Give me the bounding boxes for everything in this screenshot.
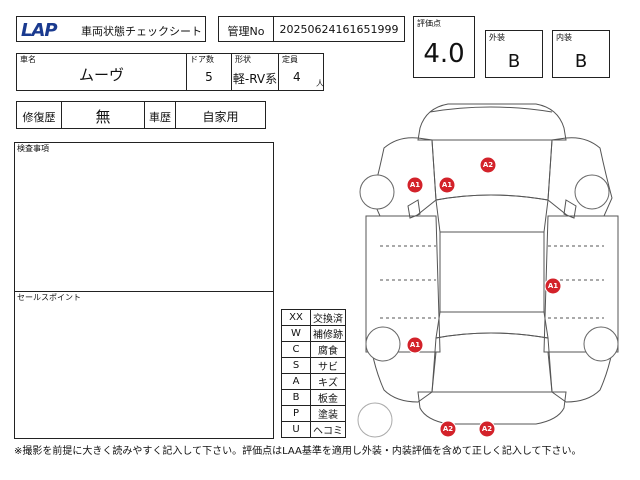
sheet-title: 車両状態チェックシート [81,25,202,38]
footnote: ※撮影を前提に大きく読みやすく記入して下さい。評価点はLAA基準を適用し外装・内… [14,446,582,457]
vehicle-name-label: 車名 [20,55,36,64]
damage-mark-label: A1 [548,282,558,290]
history-value: 自家用 [202,110,239,124]
inspection-notes-area[interactable]: 検査事項 [14,142,274,292]
repair-value-cell: 無 [61,101,145,129]
damage-mark-label: A2 [483,161,493,169]
sales-point-label: セールスポイント [17,293,81,302]
vehicle-name: ムーヴ [78,66,124,84]
front-bumper-outline [417,103,567,141]
damage-mark-label: A2 [482,425,492,433]
capacity-cell: 定員 4 人 [278,53,324,91]
damage-mark[interactable]: A1 [406,336,424,354]
score-label: 評価点 [417,19,441,28]
damage-mark[interactable]: A2 [479,156,497,174]
interior-box: 内装 B [552,30,610,78]
damage-mark[interactable]: A2 [478,420,496,438]
damage-mark-label: A2 [443,425,453,433]
damage-mark[interactable]: A2 [439,420,457,438]
body-label: 形状 [235,55,251,64]
management-no-cell: 20250624161651999 [273,16,405,42]
score-box: 評価点 4.0 [413,16,475,78]
damage-mark-label: A1 [410,341,420,349]
damage-mark[interactable]: A1 [438,176,456,194]
exterior-value: B [507,51,521,72]
inspection-label: 検査事項 [17,144,49,153]
spare-tire [357,402,393,438]
right-front-fender [547,137,613,217]
interior-label: 内装 [556,33,572,42]
left-side-panel [365,215,441,353]
right-side-panel [543,215,619,353]
history-label-cell: 車歴 [144,101,176,129]
legend-meaning: ヘコミ [310,421,346,438]
left-mirror [407,199,421,219]
sheet-header: LAP 車両状態チェックシート [16,16,206,42]
interior-value: B [574,51,588,72]
doors-value: 5 [205,70,213,84]
front-left-wheel [359,174,395,210]
left-front-fender [371,137,437,217]
repair-label: 修復歴 [22,111,56,124]
history-value-cell: 自家用 [175,101,266,129]
left-rear-fender [371,351,437,403]
rear-hatch-outline [431,332,553,393]
capacity-value: 4 [293,70,301,84]
management-label: 管理No [227,25,265,38]
damage-mark[interactable]: A1 [406,176,424,194]
right-mirror [563,199,577,219]
rear-bumper-outline [417,391,567,425]
exterior-box: 外装 B [485,30,543,78]
windshield-outline [435,194,549,233]
repair-value: 無 [95,108,111,126]
front-roof-edge [429,106,553,113]
lap-logo: LAP [21,20,58,41]
doors-label: ドア数 [190,55,214,64]
capacity-unit: 人 [316,79,324,88]
right-rear-fender [547,351,613,403]
rear-window-outline [435,311,549,339]
history-label: 車歴 [149,111,171,124]
management-label-cell: 管理No [218,16,274,42]
exterior-label: 外装 [489,33,505,42]
roof-outline [439,231,545,313]
score-value: 4.0 [423,39,465,69]
rear-left-wheel [365,326,401,362]
damage-mark-label: A1 [410,181,420,189]
body-value: 軽-RV系 [232,72,278,86]
damage-mark[interactable]: A1 [544,277,562,295]
repair-label-cell: 修復歴 [16,101,62,129]
body-cell: 形状 軽-RV系 [231,53,279,91]
damage-mark-label: A1 [442,181,452,189]
sales-point-area[interactable]: セールスポイント [14,291,274,439]
capacity-label: 定員 [282,55,298,64]
management-no: 20250624161651999 [279,23,399,36]
front-right-wheel [574,174,610,210]
rear-right-wheel [583,326,619,362]
vehicle-name-cell: 車名 ムーヴ [16,53,187,91]
